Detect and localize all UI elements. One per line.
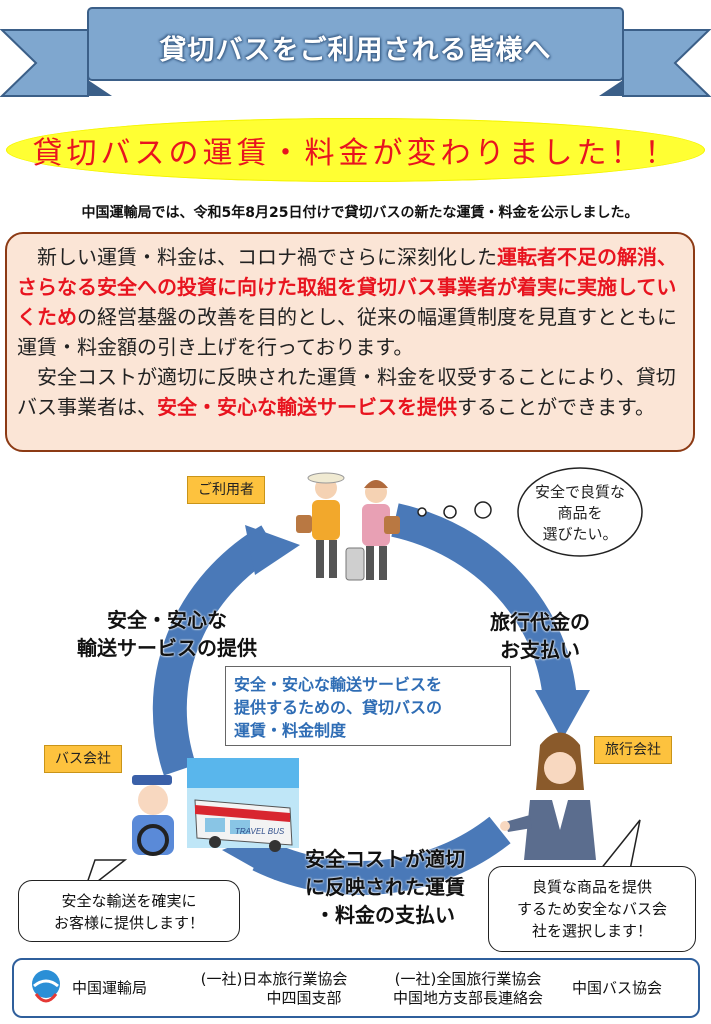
footer-org-line: 中四国支部 bbox=[266, 989, 342, 1007]
users-illustration bbox=[296, 472, 400, 581]
flow-label-line: 安全コストが適切 bbox=[305, 847, 465, 871]
bus-driver-illustration bbox=[132, 775, 174, 856]
info-text: 安全コストが適切に反映された運賃・料金を収受することにより、貸切バス事業者は、 bbox=[17, 365, 676, 419]
info-text: の経営基盤の改善を目的とし、従来の幅運賃制度を見直すとともに運賃・料金額の引き上… bbox=[17, 305, 677, 359]
speech-line: 良質な商品を提供 bbox=[531, 878, 652, 896]
info-box: 新しい運賃・料金は、コロナ禍でさらに深刻化した運転者不足の解消、さらなる安全への… bbox=[5, 232, 695, 452]
fare-system-line: 提供するための、貸切バスの bbox=[234, 698, 443, 717]
speech-line: お客様に提供します！ bbox=[53, 914, 204, 932]
flow-label-payment: 旅行代金の お支払い bbox=[460, 608, 620, 664]
travel-agent-illustration bbox=[500, 732, 596, 860]
user-thought: 安全で良質な 商品を 選びたい。 bbox=[525, 482, 635, 545]
flow-label-fare: 安全コストが適切 に反映された運賃 ・料金の支払い bbox=[290, 845, 480, 929]
role-tag-bus-company: バス会社 bbox=[44, 745, 122, 773]
flow-label-line: 旅行代金の bbox=[490, 610, 590, 634]
fare-system-line: 運賃・料金制度 bbox=[234, 721, 347, 740]
flow-label-line: に反映された運賃 bbox=[305, 875, 465, 899]
info-emphasis: 運転者不足の解消、さらなる安全への投資に向けた取組を貸切バス事業者が着実に実施し… bbox=[17, 245, 677, 329]
transport-bureau-logo bbox=[32, 970, 60, 1003]
user-thought-line: 商品を bbox=[557, 504, 603, 522]
banner-title: 貸切バスをご利用される皆様へ bbox=[159, 34, 552, 66]
bus-company-speech: 安全な輸送を確実に お客様に提供します！ bbox=[18, 880, 240, 942]
travel-agency-speech: 良質な商品を提供 するため安全なバス会 社を選択します！ bbox=[488, 866, 696, 952]
footer-org-jata: (一社)日本旅行業協会 中四国支部 bbox=[184, 970, 364, 1008]
flow-label-line: 輸送サービスの提供 bbox=[77, 636, 257, 660]
footer-org-line: 中国地方支部長連絡会 bbox=[392, 989, 543, 1007]
user-thought-line: 安全で良質な bbox=[534, 483, 625, 501]
fare-system-line: 安全・安心な輸送サービスを bbox=[234, 675, 443, 694]
footer-org-line: (一社)全国旅行業協会 bbox=[394, 970, 542, 988]
flow-label-line: 安全・安心な bbox=[107, 608, 227, 632]
speech-line: するため安全なバス会 bbox=[516, 900, 667, 918]
flow-label-service: 安全・安心な 輸送サービスの提供 bbox=[52, 606, 282, 662]
footer-org-bus-association: 中国バス協会 bbox=[572, 979, 663, 997]
title-ribbon bbox=[0, 7, 711, 97]
cycle-diagram: TRAVEL BUS bbox=[82, 467, 643, 895]
role-tag-travel-agency: 旅行会社 bbox=[594, 736, 672, 764]
user-thought-line: 選びたい。 bbox=[542, 525, 618, 543]
footer-org-line: (一社)日本旅行業協会 bbox=[200, 970, 348, 988]
speech-line: 社を選択します！ bbox=[531, 922, 652, 940]
info-text: することができます。 bbox=[457, 395, 655, 419]
headline: 貸切バスの運賃・料金が変わりました！！ bbox=[32, 136, 679, 171]
info-paragraph-2: 安全コストが適切に反映された運賃・料金を収受することにより、貸切バス事業者は、安… bbox=[17, 362, 683, 422]
role-tag-user: ご利用者 bbox=[187, 476, 265, 504]
announcement: 中国運輸局では、令和5年8月25日付けで貸切バスの新たな運賃・料金を公示しました… bbox=[81, 205, 639, 221]
footer-org-anta: (一社)全国旅行業協会 中国地方支部長連絡会 bbox=[378, 970, 558, 1008]
flow-label-line: お支払い bbox=[500, 638, 580, 662]
footer-org-transport-bureau: 中国運輸局 bbox=[72, 979, 148, 997]
info-emphasis: 安全・安心な輸送サービスを提供 bbox=[157, 395, 457, 419]
headline-highlight bbox=[6, 118, 705, 182]
info-text: 新しい運賃・料金は、コロナ禍でさらに深刻化した bbox=[37, 245, 497, 269]
flow-label-line: ・料金の支払い bbox=[315, 903, 455, 927]
bus-illustration: TRAVEL BUS bbox=[187, 758, 299, 852]
bus-side-text: TRAVEL BUS bbox=[235, 827, 285, 836]
fare-system-box: 安全・安心な輸送サービスを 提供するための、貸切バスの 運賃・料金制度 bbox=[225, 666, 511, 746]
footer-organizations: 中国運輸局 (一社)日本旅行業協会 中四国支部 (一社)全国旅行業協会 中国地方… bbox=[12, 958, 700, 1018]
speech-line: 安全な輸送を確実に bbox=[61, 892, 197, 910]
info-paragraph-1: 新しい運賃・料金は、コロナ禍でさらに深刻化した運転者不足の解消、さらなる安全への… bbox=[17, 242, 683, 362]
